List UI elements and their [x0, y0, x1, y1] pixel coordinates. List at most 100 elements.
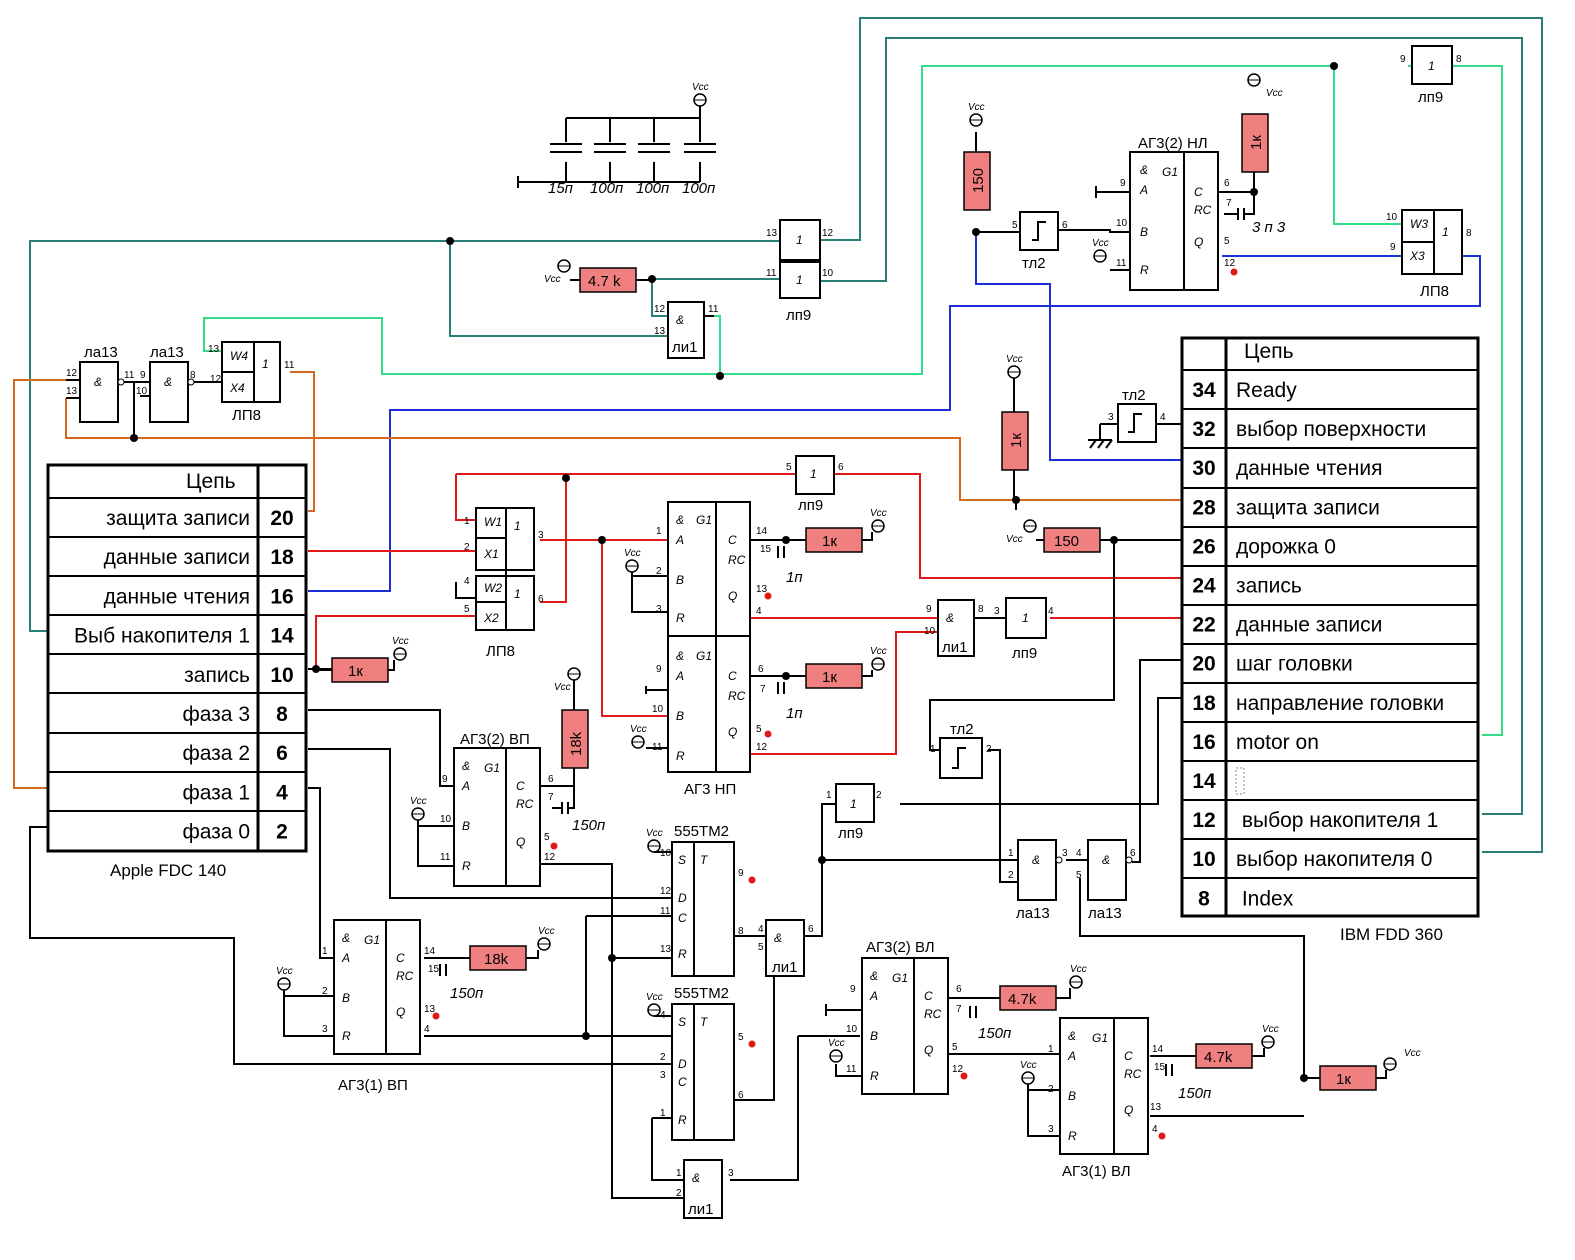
svg-text:555ТМ2: 555ТМ2: [674, 985, 729, 1002]
svg-text:X1: X1: [483, 547, 499, 561]
svg-text:10: 10: [846, 1024, 858, 1035]
resistor-1k-right: 1к: [1319, 1065, 1377, 1091]
svg-text:3: 3: [1062, 848, 1068, 859]
svg-text:Q: Q: [396, 1005, 405, 1019]
svg-text:B: B: [462, 819, 470, 833]
svg-text:лп9: лп9: [838, 825, 863, 842]
resistor-1k-top: 1к: [1241, 113, 1269, 173]
svg-text:6: 6: [1224, 178, 1230, 189]
svg-text:G1: G1: [696, 649, 712, 663]
ibm-row-pin: 34: [1192, 379, 1216, 402]
apple-row-pin: 20: [270, 507, 293, 530]
svg-text:Vcc: Vcc: [1092, 238, 1109, 249]
svg-text:G1: G1: [364, 933, 380, 947]
svg-text:12: 12: [756, 742, 768, 753]
svg-text:тл2: тл2: [950, 721, 974, 738]
svg-text:10: 10: [1116, 218, 1128, 229]
red-dots: [432, 268, 1238, 1140]
ibm-row-pin: 32: [1192, 418, 1215, 441]
svg-text:Vcc: Vcc: [1266, 88, 1283, 99]
svg-text:лп9: лп9: [1418, 89, 1443, 106]
black-wires: [29, 100, 1320, 1199]
svg-text:8: 8: [978, 604, 984, 615]
svg-text:2: 2: [676, 1188, 682, 1199]
svg-text:&: &: [1068, 1029, 1076, 1043]
svg-text:1: 1: [514, 587, 521, 601]
svg-text:1: 1: [850, 797, 857, 811]
svg-text:&: &: [1102, 853, 1110, 867]
svg-text:9: 9: [850, 984, 856, 995]
svg-text:4: 4: [1152, 1124, 1158, 1135]
svg-text:X4: X4: [229, 381, 245, 395]
svg-text:9: 9: [1390, 242, 1396, 253]
svg-text:Vcc: Vcc: [1020, 1060, 1037, 1071]
cap-label: 100п: [682, 180, 715, 197]
svg-text:1: 1: [796, 273, 803, 287]
svg-text:Vcc: Vcc: [692, 82, 709, 93]
svg-text:ли1: ли1: [672, 339, 697, 356]
svg-text:АГ3(2) НЛ: АГ3(2) НЛ: [1138, 135, 1208, 152]
svg-text:150п: 150п: [450, 985, 483, 1002]
svg-text:4: 4: [1160, 412, 1166, 423]
svg-text:11: 11: [440, 852, 451, 863]
chip-li1-bot: & 123 ли1: [676, 1159, 734, 1219]
svg-text:15: 15: [1154, 1062, 1166, 1073]
svg-text:150: 150: [1054, 533, 1079, 550]
svg-text:3: 3: [994, 606, 1000, 617]
svg-text:A: A: [461, 779, 470, 793]
capacitor-bank: 15п 100п 100п 100п: [517, 142, 722, 197]
svg-text:W3: W3: [1410, 217, 1428, 231]
svg-text:5: 5: [544, 832, 550, 843]
svg-text:R: R: [462, 859, 471, 873]
svg-text:RC: RC: [924, 1007, 942, 1021]
svg-text:RC: RC: [516, 797, 534, 811]
svg-text:R: R: [1140, 263, 1149, 277]
svg-text:10: 10: [660, 848, 672, 859]
svg-text:11: 11: [846, 1064, 857, 1075]
svg-text:&: &: [1140, 163, 1148, 177]
svg-text:8: 8: [190, 370, 196, 381]
svg-text:8: 8: [1466, 228, 1472, 239]
svg-text:12: 12: [952, 1064, 964, 1075]
svg-text:2: 2: [464, 542, 470, 553]
svg-text:Vcc: Vcc: [624, 548, 641, 559]
svg-text:10: 10: [1386, 212, 1398, 223]
svg-text:A: A: [341, 951, 350, 965]
svg-text:R: R: [870, 1069, 879, 1083]
resistor-150-mid: 150: [1043, 527, 1101, 553]
svg-text:2: 2: [876, 790, 882, 801]
svg-text:Q: Q: [728, 589, 737, 603]
svg-text:RC: RC: [1194, 203, 1212, 217]
svg-text:C: C: [396, 951, 405, 965]
svg-text:11: 11: [708, 304, 719, 315]
svg-text:R: R: [342, 1029, 351, 1043]
chip-la13-d: & 456 ла13: [1076, 839, 1136, 922]
svg-text:5: 5: [464, 604, 470, 615]
svg-text:&: &: [692, 1171, 700, 1185]
svg-text:ла13: ла13: [84, 344, 118, 361]
apple-row-label: фаза 2: [182, 742, 250, 765]
ibm-row-pin: 22: [1192, 614, 1215, 637]
resistor-1k-a: 1к: [805, 527, 863, 553]
svg-text:B: B: [676, 573, 684, 587]
svg-text:1: 1: [1008, 848, 1014, 859]
svg-text:2: 2: [656, 566, 662, 577]
svg-text:12: 12: [822, 228, 834, 239]
svg-text:W1: W1: [484, 515, 502, 529]
ibm-row-label: выбор накопителя 1: [1236, 809, 1438, 832]
svg-text:G1: G1: [892, 971, 908, 985]
svg-text:9: 9: [442, 774, 448, 785]
svg-text:Q: Q: [1194, 235, 1203, 249]
svg-text:1: 1: [810, 467, 817, 481]
apple-row-label: данные записи: [104, 546, 250, 569]
svg-text:C: C: [924, 989, 933, 1003]
ibm-row-label: Ready: [1236, 379, 1297, 402]
svg-text:5: 5: [786, 462, 792, 473]
